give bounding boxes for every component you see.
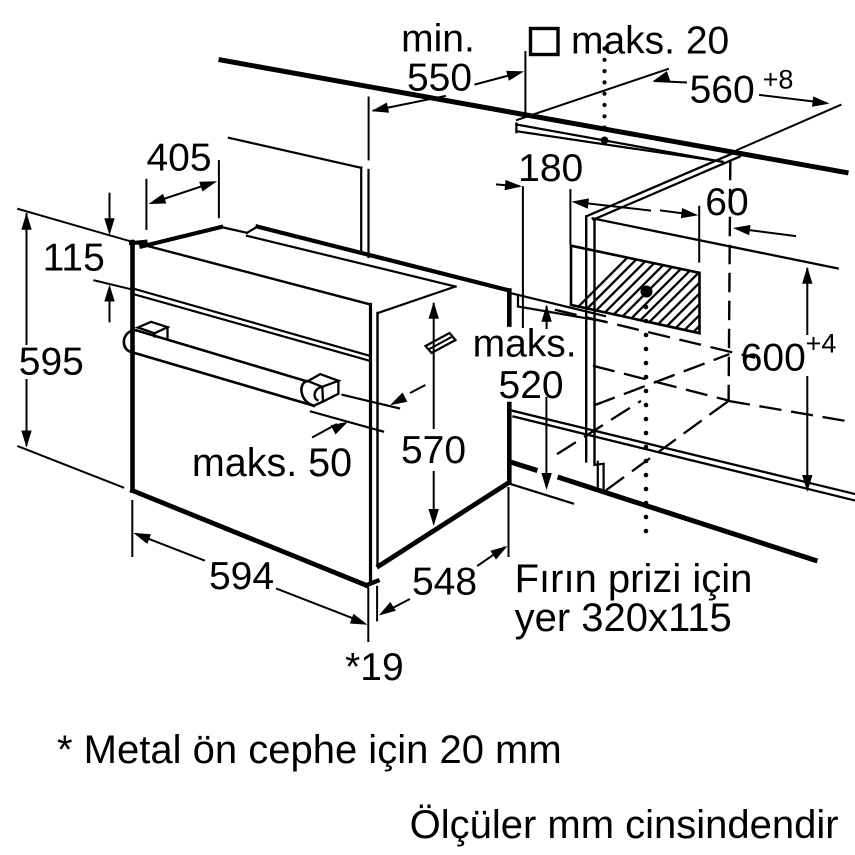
svg-text:60: 60 <box>705 181 748 224</box>
svg-text:maks. 20: maks. 20 <box>571 20 729 63</box>
svg-text:180: 180 <box>518 147 583 190</box>
svg-text:Ölçüler mm cinsindendir: Ölçüler mm cinsindendir <box>410 803 839 847</box>
svg-text:550: 550 <box>407 56 472 99</box>
svg-text:548: 548 <box>412 561 477 604</box>
svg-text:* Metal ön cephe için 20 mm: * Metal ön cephe için 20 mm <box>57 728 562 772</box>
svg-text:maks.: maks. <box>473 323 577 366</box>
svg-text:405: 405 <box>146 137 211 180</box>
svg-text:560: 560 <box>690 69 755 112</box>
svg-text:yer 320x115: yer 320x115 <box>515 596 732 640</box>
svg-text:maks. 50: maks. 50 <box>192 441 352 485</box>
svg-text:520: 520 <box>499 364 564 407</box>
svg-text:570: 570 <box>401 429 466 472</box>
svg-text:min.: min. <box>401 18 475 61</box>
svg-text:+8: +8 <box>763 65 794 95</box>
svg-text:*19: *19 <box>345 646 404 689</box>
svg-text:+4: +4 <box>806 329 837 359</box>
svg-text:115: 115 <box>43 237 105 280</box>
svg-text:594: 594 <box>209 555 274 598</box>
svg-text:600: 600 <box>741 337 806 380</box>
svg-text:Fırın prizi için: Fırın prizi için <box>515 557 753 601</box>
svg-text:595: 595 <box>19 340 84 383</box>
